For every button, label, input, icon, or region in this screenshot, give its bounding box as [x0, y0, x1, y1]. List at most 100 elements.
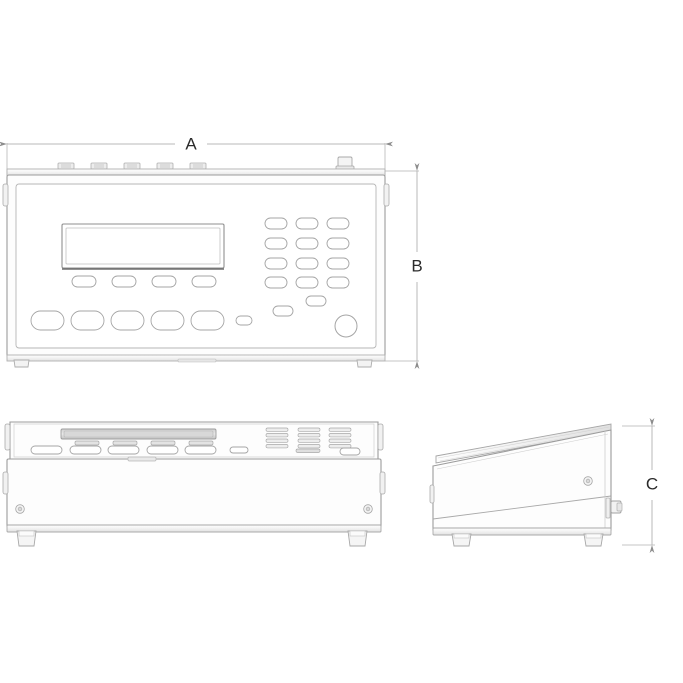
button-top[interactable] [146, 445, 179, 455]
button-top[interactable] [184, 445, 217, 455]
foot [356, 359, 373, 368]
vent-slot [297, 433, 321, 438]
button-ridge [112, 440, 138, 446]
button-top[interactable] [107, 445, 140, 455]
side-view-left-ear [429, 484, 435, 504]
function-button[interactable] [150, 310, 185, 331]
foot-top [453, 533, 470, 539]
keypad-key[interactable] [326, 276, 350, 289]
keypad-key[interactable] [264, 217, 288, 230]
keypad-key[interactable] [264, 257, 288, 270]
vent-slot [328, 444, 352, 449]
front-view-bottom-ridge [177, 358, 217, 363]
keypad-key[interactable] [264, 276, 288, 289]
button-top[interactable] [30, 445, 63, 455]
top-tab [156, 162, 174, 170]
foot-top [18, 530, 35, 537]
side-view-cover-line [437, 426, 610, 459]
top-tab [123, 162, 141, 170]
top-view-button-ridges [74, 440, 214, 446]
top-view [2, 421, 386, 547]
keypad-key[interactable] [326, 257, 350, 270]
top-view-front-face [6, 458, 382, 528]
keypad-key[interactable] [295, 237, 319, 250]
keypad-key[interactable] [264, 237, 288, 250]
vent-group [297, 427, 321, 449]
vent-slot [297, 438, 321, 443]
keypad-key[interactable] [295, 276, 319, 289]
dimension-c-label: C [646, 474, 658, 493]
softkey-button[interactable] [191, 275, 217, 288]
keypad-key[interactable] [326, 217, 350, 230]
vent-slot [265, 433, 289, 438]
top-view-screw [363, 504, 373, 514]
foot-top [349, 530, 366, 537]
front-view [2, 156, 390, 368]
top-view-right-ear [377, 423, 384, 451]
softkey-button[interactable] [71, 275, 97, 288]
softkey-button[interactable] [111, 275, 137, 288]
top-view-recessed-slot [60, 428, 217, 440]
front-view-function-buttons [30, 310, 225, 331]
softkey-button[interactable] [151, 275, 177, 288]
vent-slot [328, 427, 352, 432]
foot-top [585, 533, 602, 539]
vent-group [328, 427, 352, 449]
dimension-b: B [385, 163, 423, 369]
vent-slot [297, 444, 321, 449]
vent-slot [265, 438, 289, 443]
small-button-top[interactable] [229, 446, 249, 454]
side-view-screw [583, 476, 593, 486]
vent-slot [265, 427, 289, 432]
side-view-feet [451, 533, 604, 547]
top-view-bottom-rail [6, 524, 382, 533]
extra-key[interactable] [272, 305, 294, 317]
front-view-feet [13, 359, 373, 368]
dimension-a-label: A [185, 134, 197, 153]
top-tab [90, 162, 108, 170]
keypad-key[interactable] [295, 257, 319, 270]
knob-top[interactable] [339, 447, 361, 456]
front-view-softkeys [71, 275, 217, 288]
top-view-left-ear [4, 423, 11, 451]
button-ridge [188, 440, 214, 446]
top-view-button-tops [30, 445, 217, 455]
rotary-knob[interactable] [334, 314, 358, 338]
dimension-c: C [622, 418, 658, 553]
side-view-connector [610, 500, 623, 514]
foot [13, 359, 30, 368]
vent-slot [328, 433, 352, 438]
keypad-key[interactable] [326, 237, 350, 250]
button-ridge [74, 440, 100, 446]
dimension-a: A [0, 134, 393, 176]
vent-group [265, 427, 289, 449]
dimension-b-label: B [411, 256, 422, 275]
side-view-bottom-rail [432, 527, 612, 536]
top-tab [189, 162, 207, 170]
function-button[interactable] [30, 310, 65, 331]
top-view-vent-groups [265, 427, 352, 449]
vent-slot [265, 444, 289, 449]
keypad-key[interactable] [295, 217, 319, 230]
top-view-deck-inner [13, 423, 375, 458]
function-button[interactable] [70, 310, 105, 331]
front-view-left-bracket [2, 183, 9, 207]
vent-slot [297, 427, 321, 432]
side-view-cover-line [439, 429, 610, 462]
small-button[interactable] [235, 315, 253, 326]
top-view-body-right-ear [379, 471, 386, 495]
button-ridge [150, 440, 176, 446]
function-button[interactable] [110, 310, 145, 331]
top-view-handle-slot [127, 456, 157, 462]
function-button[interactable] [190, 310, 225, 331]
button-top[interactable] [69, 445, 102, 455]
side-view [429, 423, 623, 547]
vent-bar [295, 448, 321, 453]
handle-tab-icon [335, 156, 355, 171]
front-view-top-tabs [57, 162, 207, 170]
side-view-inner-line [436, 433, 609, 470]
extra-key[interactable] [305, 295, 327, 307]
vent-slot [328, 438, 352, 443]
